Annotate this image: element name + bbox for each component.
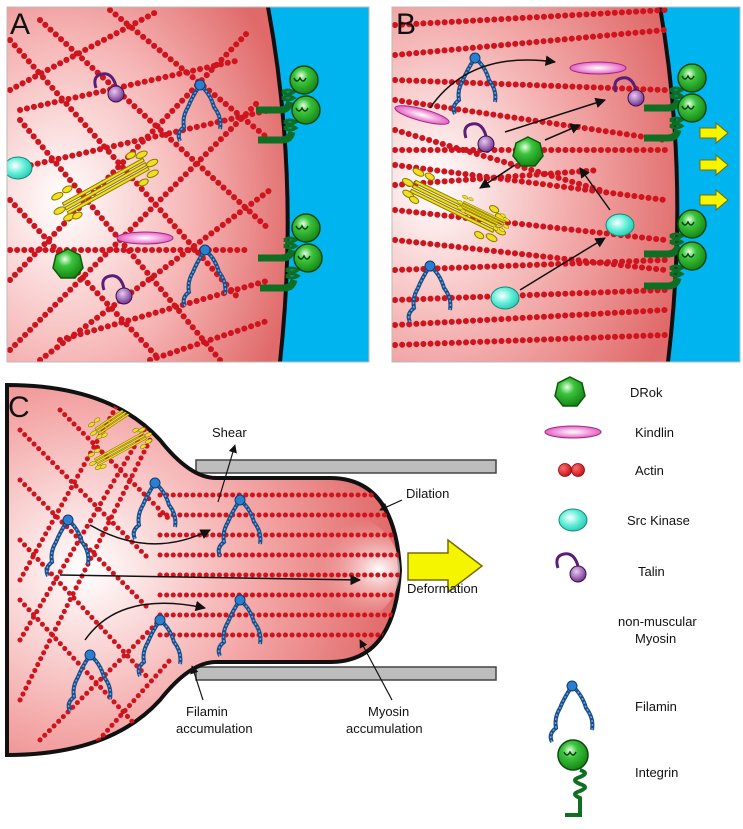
actin-network-a (7, 7, 273, 362)
legend-label-myosin-2: Myosin (635, 631, 676, 646)
actin-icon (558, 463, 585, 477)
outward-arrows (699, 121, 729, 212)
label-myosin-accumulation-1: Myosin (368, 704, 409, 719)
filamin-icon (548, 679, 595, 744)
src-kinase-icon (558, 508, 588, 532)
legend-label-src-kinase: Src Kinase (627, 513, 690, 528)
legend-item-filamin: Filamin (548, 679, 677, 744)
kindlin-icon (544, 425, 602, 439)
legend-label-kindlin: Kindlin (635, 425, 674, 440)
legend: DRok Kindlin Actin Src Kinase Talin non-… (453, 190, 697, 817)
actin-network-b (392, 7, 668, 348)
legend-item-talin: Talin (555, 552, 665, 584)
legend-label-talin: Talin (638, 564, 665, 579)
legend-label-filamin: Filamin (635, 699, 677, 714)
talin-icon (555, 552, 588, 584)
flow-arrows-c (59, 524, 362, 641)
panel-label-c: C (8, 391, 30, 424)
label-leaders (190, 444, 403, 701)
label-filamin-accumulation-1: Filamin (186, 704, 228, 719)
label-shear: Shear (212, 425, 247, 440)
deformation-arrow (407, 538, 484, 594)
legend-label-actin: Actin (635, 463, 664, 478)
legend-item-actin: Actin (558, 463, 664, 478)
legend-item-myosin: non-muscular Myosin (453, 190, 697, 646)
panel-label-a: A (10, 8, 30, 41)
drok-icon (554, 376, 586, 407)
integrin-icon (557, 739, 589, 817)
legend-item-integrin: Integrin (557, 739, 678, 817)
signal-arrows-b (429, 55, 611, 291)
pipette-wall-bottom (195, 666, 497, 681)
label-myosin-accumulation-2: accumulation (346, 721, 423, 736)
panel-b: B (391, 6, 741, 363)
pipette-wall-top (195, 459, 497, 474)
label-deformation: Deformation (407, 581, 478, 596)
panel-label-b: B (396, 8, 416, 41)
label-dilation: Dilation (406, 486, 449, 501)
panel-c: C Shear Dilation Deformation Filamin acc… (5, 382, 497, 758)
legend-label-integrin: Integrin (635, 765, 678, 780)
legend-item-kindlin: Kindlin (544, 425, 674, 440)
label-filamin-accumulation-2: accumulation (176, 721, 253, 736)
legend-item-src-kinase: Src Kinase (558, 508, 690, 532)
legend-item-drok: DRok (554, 376, 663, 407)
panel-a: A (6, 6, 370, 363)
legend-label-myosin-1: non-muscular (618, 614, 697, 629)
legend-label-drok: DRok (630, 385, 663, 400)
